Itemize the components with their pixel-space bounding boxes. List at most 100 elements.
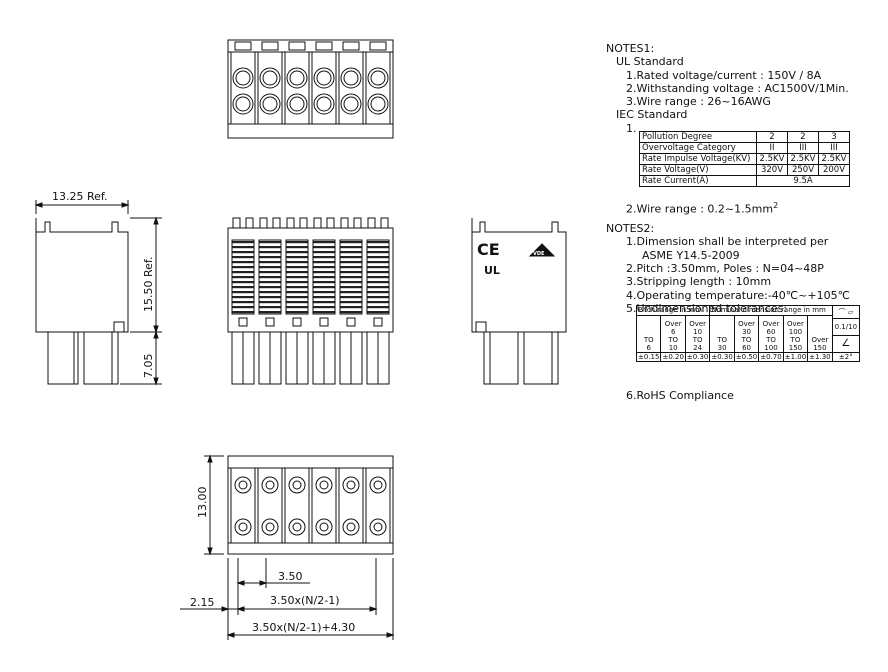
- geo-cell: ⌒ ▱ 0.1/10 ∠: [831, 305, 861, 353]
- table-cell: Pollution Degree: [639, 131, 757, 143]
- contact-hole: [234, 476, 252, 494]
- pin-tab: [232, 217, 241, 229]
- table-cell: Rate Impulse Voltage(KV): [639, 153, 757, 165]
- pin-tab: [380, 217, 389, 229]
- release-button: [319, 317, 329, 327]
- contact-hole: [288, 518, 306, 536]
- tolerance-cell: ±1.00: [782, 352, 809, 362]
- contact-hole-inner: [346, 522, 356, 532]
- screw-hole: [232, 67, 254, 89]
- header-line: TO: [668, 336, 679, 344]
- grip-fins: [231, 239, 255, 315]
- header-line: Over: [762, 320, 780, 328]
- contact-hole-inner: [265, 522, 275, 532]
- table-cell: Rate Current(A): [639, 175, 757, 187]
- table-cell: III: [818, 142, 850, 154]
- screw-hole: [286, 67, 308, 89]
- latch: [288, 41, 306, 51]
- pole-column: [257, 467, 283, 544]
- table-row: Rate Impulse Voltage(KV) 2.5KV 2.5KV 2.5…: [639, 153, 850, 165]
- pole-column: [311, 467, 337, 544]
- contact-hole: [369, 518, 387, 536]
- screw-hole-inner: [370, 96, 386, 112]
- iec-standard-heading: IEC Standard: [616, 108, 688, 122]
- pole-column: [284, 51, 310, 125]
- contact-hole-inner: [373, 522, 383, 532]
- header-line: Over: [738, 320, 755, 328]
- table-row: Rate Current(A) 9.5A: [639, 175, 850, 187]
- pin-tab: [353, 217, 362, 229]
- pitch-range-header: Pitch range in mm: [635, 304, 711, 317]
- table-cell: II: [756, 142, 788, 154]
- ul-mark: UL: [484, 264, 500, 277]
- table-row: Rate Voltage(V) 320V 250V 200V: [639, 164, 850, 176]
- header-line: 10: [693, 328, 703, 336]
- grip-fins: [366, 239, 390, 315]
- header-line: 24: [693, 344, 703, 352]
- tolerance-cell: ±0.30: [709, 352, 735, 362]
- header-line: Over: [787, 320, 804, 328]
- screw-hole: [286, 93, 308, 115]
- contact-hole-inner: [346, 480, 356, 490]
- contact-hole: [261, 518, 279, 536]
- release-button: [292, 317, 302, 327]
- iec-wire-range: 2.Wire range : 0.2~1.5mm: [626, 202, 774, 216]
- pin-tab: [299, 217, 308, 229]
- pin-tab: [272, 217, 281, 229]
- tolerance-cell: ±0.20: [660, 352, 686, 362]
- iec-wire-range-sup: 2: [773, 201, 779, 211]
- offset-label: 2.15: [190, 596, 215, 609]
- grip-fins: [285, 239, 309, 315]
- grip-fins: [339, 239, 363, 315]
- pin-tab: [367, 217, 376, 229]
- notes2-title: NOTES2:: [606, 222, 655, 236]
- table-row: Pitch range in mm Nominal dimension rang…: [635, 304, 861, 353]
- nominal-range-header: Nominal dimension range in mm: [709, 304, 833, 317]
- contact-hole-inner: [238, 522, 248, 532]
- contact-hole: [261, 476, 279, 494]
- header-line: 100: [764, 344, 778, 352]
- header-line: TO: [790, 336, 801, 344]
- tolerance-cell: ±0.50: [733, 352, 760, 362]
- pin-tab: [326, 217, 335, 229]
- geo-symbols: ⌒ ▱: [832, 306, 860, 319]
- grip-fins: [312, 239, 336, 315]
- header-line: TO: [717, 336, 727, 344]
- ref-width-label: 13.25 Ref.: [52, 190, 107, 203]
- header-line: 6: [670, 328, 676, 336]
- screw-hole-inner: [316, 96, 332, 112]
- header-line: TO: [741, 336, 752, 344]
- contact-hole: [369, 476, 387, 494]
- table-cell: 2.5KV: [756, 153, 788, 165]
- pole-column: [338, 51, 364, 125]
- table-cell: III: [787, 142, 819, 154]
- screw-hole: [259, 67, 281, 89]
- notes2-item-4: 4.Operating temperature:-40℃~+105℃: [626, 288, 850, 302]
- latch: [342, 41, 360, 51]
- tolerance-table: Pitch range in mm Nominal dimension rang…: [635, 304, 861, 362]
- header-line: 150: [788, 344, 803, 352]
- side-view-left: [34, 200, 162, 386]
- header-line: Over: [664, 320, 682, 328]
- pitch-label: 3.50: [278, 570, 303, 583]
- screw-hole-inner: [343, 96, 359, 112]
- table-cell: 2.5KV: [787, 153, 819, 165]
- table-row: Pollution Degree 2 2 3: [639, 131, 850, 143]
- release-button: [238, 317, 248, 327]
- header-line: 60: [742, 344, 751, 352]
- pole-column: [284, 467, 310, 544]
- screw-hole: [367, 93, 389, 115]
- table-cell: 3: [818, 131, 850, 143]
- front-view: [227, 217, 394, 385]
- tolerance-cell: ±0.30: [684, 352, 711, 362]
- table-cell: 9.5A: [756, 175, 850, 187]
- contact-hole-inner: [319, 480, 329, 490]
- contact-hole: [234, 518, 252, 536]
- notes2-item-2: 2.Pitch :3.50mm, Poles : N=04~48P: [626, 261, 824, 275]
